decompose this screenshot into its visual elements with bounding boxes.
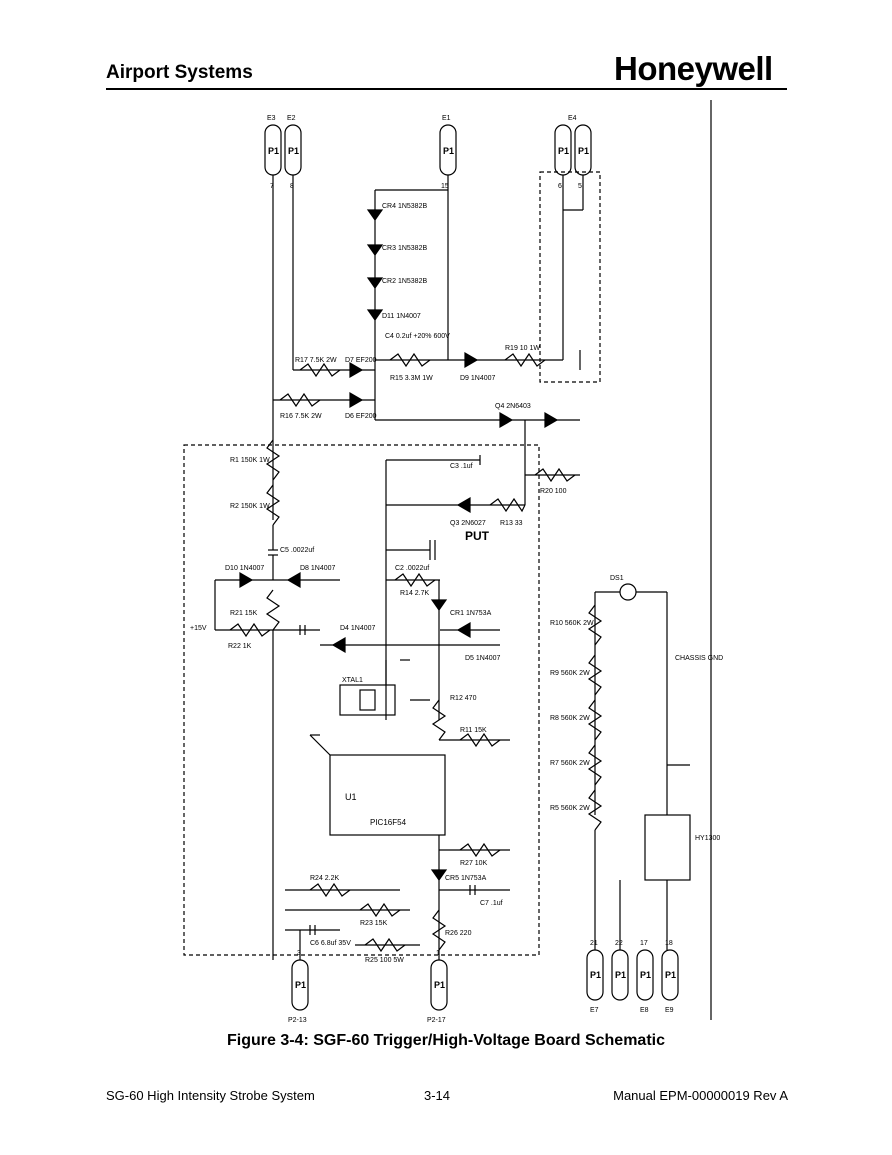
footer-page-number: 3-14	[424, 1088, 451, 1103]
label-d8: D8 1N4007	[300, 565, 336, 572]
label-d6: D6 EF200	[345, 413, 377, 420]
label-r5: R5 560K 2W	[550, 805, 590, 812]
header-title: Airport Systems	[106, 62, 253, 83]
pin-number: 8	[290, 183, 294, 190]
connector-p1-label: P1	[615, 970, 626, 980]
figure-caption: Figure 3-4: SGF-60 Trigger/High-Voltage …	[226, 1032, 665, 1049]
connector-e1-ref: E1	[442, 115, 451, 122]
label-cr2: CR2 1N5382B	[382, 278, 427, 285]
pin-number: 5	[578, 183, 582, 190]
pin-number: 21	[590, 940, 598, 947]
connector-e2-ref: E2	[287, 115, 296, 122]
label-r1: R1 150K 1W	[230, 457, 270, 464]
label-r21: R21 15K	[230, 610, 258, 617]
label-r24: R24 2.2K	[310, 875, 340, 882]
label-q4: Q4 2N6403	[495, 403, 531, 410]
schematic-diagram: E3 E2 E1 E4 P1 P1 P1 P1 P1 7 8 15 6 5 CR…	[183, 100, 723, 1024]
pin-number: 18	[665, 940, 673, 947]
label-r15: R15 3.3M 1W	[390, 375, 433, 382]
label-plus15v: +15V	[190, 625, 207, 632]
label-ds1: DS1	[610, 575, 624, 582]
label-d10: D10 1N4007	[225, 565, 264, 572]
label-c3: C3 .1uf	[450, 463, 473, 470]
connector-ref: P2-17	[427, 1017, 446, 1024]
label-c2: C2 .0022uf	[395, 565, 429, 572]
label-d9: D9 1N4007	[460, 375, 496, 382]
label-d5: D5 1N4007	[465, 655, 501, 662]
label-r20: R20 100	[540, 488, 567, 495]
label-r8: R8 560K 2W	[550, 715, 590, 722]
pin-number: 6	[558, 183, 562, 190]
connector-p1-label: P1	[268, 146, 279, 156]
footer-right: Manual EPM-00000019 Rev A	[613, 1088, 788, 1103]
pin-number: 15	[441, 183, 449, 190]
ic-part-number: PIC16F54	[370, 818, 407, 827]
label-cr1: CR1 1N753A	[450, 610, 492, 617]
label-c7: C7 .1uf	[480, 900, 503, 907]
label-c5: C5 .0022uf	[280, 547, 314, 554]
pin-number: 3	[297, 950, 301, 957]
footer-left: SG-60 High Intensity Strobe System	[106, 1088, 315, 1103]
label-r14: R14 2.7K	[400, 590, 430, 597]
connector-p1-label: P1	[590, 970, 601, 980]
label-r19: R19 10 1W	[505, 345, 540, 352]
label-r11: R11 15K	[460, 727, 487, 734]
connector-p1-label: P1	[295, 980, 306, 990]
label-r23: R23 15K	[360, 920, 388, 927]
label-q3: Q3 2N6027	[450, 520, 486, 527]
connector-ref: P2-13	[288, 1017, 307, 1024]
connector-ref: E8	[640, 1007, 649, 1014]
label-r26: R26 220	[445, 930, 472, 937]
label-cr5: CR5 1N753A	[445, 875, 487, 882]
label-bridge: HY1300	[695, 835, 720, 842]
connector-p1-label: P1	[443, 146, 454, 156]
label-r16: R16 7.5K 2W	[280, 413, 322, 420]
label-cr3: CR3 1N5382B	[382, 245, 427, 252]
label-c6: C6 6.8uf 35V	[310, 940, 351, 947]
connector-p1-label: P1	[640, 970, 651, 980]
label-r22: R22 1K	[228, 643, 252, 650]
label-r17: R17 7.5K 2W	[295, 357, 337, 364]
label-d11: D11 1N4007	[382, 313, 421, 320]
connector-p1-label: P1	[558, 146, 569, 156]
label-put: PUT	[465, 529, 490, 543]
label-r12: R12 470	[450, 695, 477, 702]
label-r10: R10 560K 2W	[550, 620, 594, 627]
label-r13: R13 33	[500, 520, 523, 527]
header-rule	[106, 88, 787, 90]
label-chassis: CHASSIS GND	[675, 655, 723, 662]
connector-p1-label: P1	[578, 146, 589, 156]
pin-number: 1	[436, 950, 440, 957]
label-d7: D7 EF200	[345, 357, 377, 364]
pin-number: 7	[270, 183, 274, 190]
label-c4: C4 0.2uf +20% 600V	[385, 333, 450, 340]
connector-e3-ref: E3	[267, 115, 276, 122]
connector-p1-label: P1	[665, 970, 676, 980]
label-xtal: XTAL1	[342, 677, 363, 684]
connector-p1-label: P1	[434, 980, 445, 990]
pin-number: 17	[640, 940, 648, 947]
label-r27: R27 10K	[460, 860, 488, 867]
label-r2: R2 150K 1W	[230, 503, 270, 510]
label-r9: R9 560K 2W	[550, 670, 590, 677]
ic-ref: U1	[345, 792, 357, 802]
label-r25: R25 100 5W	[365, 957, 404, 964]
connector-p1-label: P1	[288, 146, 299, 156]
label-cr4: CR4 1N5382B	[382, 203, 427, 210]
label-r7: R7 560K 2W	[550, 760, 590, 767]
connector-ref: E9	[665, 1007, 674, 1014]
pin-number: 22	[615, 940, 623, 947]
connector-ref: E7	[590, 1007, 599, 1014]
label-d4: D4 1N4007	[340, 625, 376, 632]
connector-e4-ref: E4	[568, 115, 577, 122]
honeywell-logo: Honeywell	[614, 50, 773, 87]
